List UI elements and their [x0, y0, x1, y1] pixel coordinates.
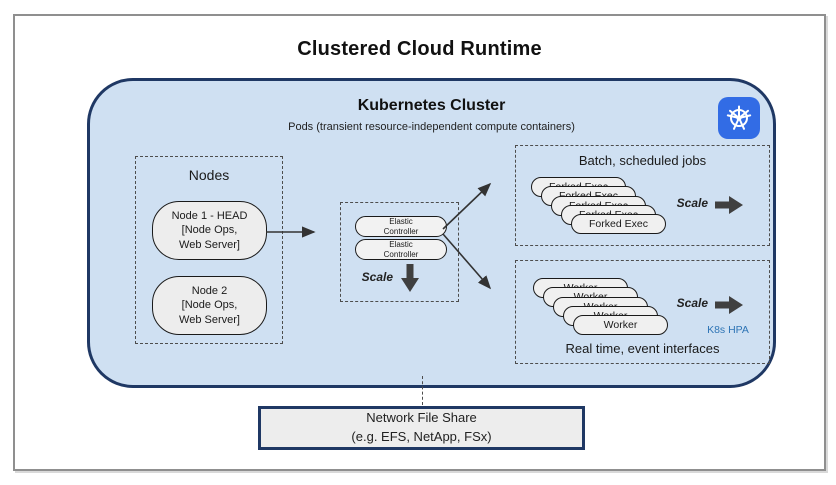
elastic-pod-line-2: Controller — [383, 226, 419, 236]
elastic-pod-line-1: Elastic — [389, 240, 413, 250]
network-file-share: Network File Share (e.g. EFS, NetApp, FS… — [258, 406, 585, 450]
kubernetes-cluster: Kubernetes Cluster Pods (transient resou… — [87, 78, 776, 388]
scale-right-arrow-icon — [715, 196, 743, 219]
nfs-line-1: Network File Share — [366, 410, 477, 426]
node-2-line-3: Web Server] — [179, 313, 240, 326]
elastic-controller-pod: Elastic Controller — [355, 239, 447, 260]
kubernetes-helm-wheel-icon — [718, 97, 760, 139]
diagram-frame: Clustered Cloud Runtime Kubernetes Clust… — [13, 14, 826, 471]
realtime-group-label: Real time, event interfaces — [565, 341, 720, 356]
realtime-scale-label: Scale — [676, 296, 708, 310]
nfs-line-2: (e.g. EFS, NetApp, FSx) — [351, 429, 492, 444]
node-1-line-1: Node 1 - HEAD — [171, 210, 248, 223]
realtime-group: Worker Worker Worker Worker Worker Scale… — [515, 260, 770, 364]
node-1-line-3: Web Server] — [179, 238, 240, 251]
elastic-scale-label: Scale — [361, 270, 393, 284]
batch-scale-label: Scale — [676, 196, 708, 210]
cluster-subtitle: Pods (transient resource-independent com… — [288, 121, 575, 133]
elastic-pod-line-1: Elastic — [389, 217, 413, 227]
elastic-pod-line-2: Controller — [383, 249, 419, 259]
node-1-line-2: [Node Ops, — [181, 224, 238, 237]
nodes-group-label: Nodes — [188, 167, 230, 183]
worker-pod: Worker — [573, 315, 668, 335]
node-2-line-1: Node 2 — [191, 285, 228, 298]
node-2: Node 2 [Node Ops, Web Server] — [152, 276, 267, 335]
nfs-connector-line — [422, 376, 423, 405]
batch-jobs-group: Batch, scheduled jobs Forked Exec Forked… — [515, 145, 770, 246]
page-title: Clustered Cloud Runtime — [297, 38, 542, 60]
k8s-hpa-label: K8s HPA — [707, 324, 749, 336]
node-2-line-2: [Node Ops, — [181, 299, 238, 312]
forked-exec-pod: Forked Exec — [571, 214, 666, 234]
elastic-controller-group: Elastic Controller Elastic Controller Sc… — [340, 202, 459, 302]
cluster-title: Kubernetes Cluster — [357, 97, 506, 114]
elastic-controller-pod: Elastic Controller — [355, 216, 447, 237]
scale-right-arrow-icon — [715, 296, 743, 319]
nodes-group: Nodes Node 1 - HEAD [Node Ops, Web Serve… — [135, 156, 283, 344]
node-1-head: Node 1 - HEAD [Node Ops, Web Server] — [152, 201, 267, 260]
scale-down-arrow-icon — [401, 264, 419, 297]
batch-group-label: Batch, scheduled jobs — [578, 153, 707, 168]
